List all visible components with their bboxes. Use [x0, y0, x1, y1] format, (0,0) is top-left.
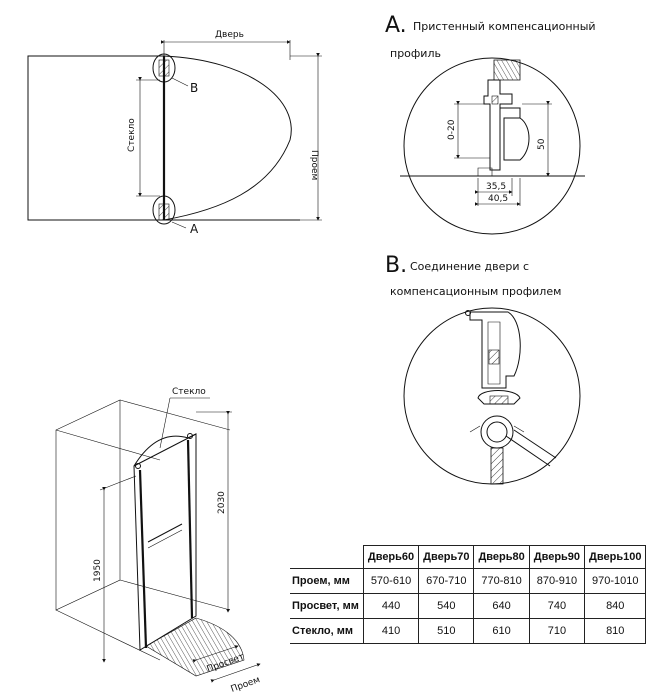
- col-door100: Дверь100: [584, 545, 646, 569]
- detail-a-letter: A.: [385, 13, 407, 38]
- opening-dimension-label: Проем: [309, 150, 319, 180]
- table-header-row: Дверь60 Дверь70 Дверь80 Дверь90 Дверь100: [290, 545, 646, 569]
- detail-a-title-line2: профиль: [390, 47, 441, 60]
- door-frame: [133, 433, 197, 651]
- isometric-view: Стекло 2030 1950 Просвет Проем: [55, 387, 262, 695]
- row-label: Стекло, мм: [290, 618, 364, 644]
- col-door70: Дверь70: [418, 545, 475, 569]
- table-row: Проем, мм 570-610 670-710 770-810 870-91…: [290, 568, 646, 594]
- table-cell: 870-910: [528, 568, 586, 594]
- detail-b-title-line2: компенсационным профилем: [390, 285, 561, 298]
- row-label: Проем, мм: [290, 568, 364, 594]
- table-cell: 440: [362, 593, 420, 619]
- table-corner: [290, 545, 364, 569]
- iso-glass-label: Стекло: [172, 387, 206, 397]
- col-door80: Дверь80: [473, 545, 530, 569]
- callout-b-circle: [152, 53, 176, 83]
- detail-b-letter: B.: [385, 253, 407, 278]
- table-row: Стекло, мм 410 510 610 710 810: [290, 618, 646, 644]
- table-cell: 810: [584, 618, 646, 644]
- table-cell: 970-1010: [584, 568, 646, 594]
- detail-b: B. Соединение двери с компенсационным пр…: [385, 253, 581, 485]
- table-cell: 610: [473, 618, 530, 644]
- iso-dim-1950: 1950: [93, 559, 103, 582]
- col-door60: Дверь60: [362, 545, 420, 569]
- iso-dim-2030: 2030: [217, 491, 227, 514]
- table-cell: 540: [418, 593, 475, 619]
- callout-a-circle: [152, 195, 176, 225]
- table-cell: 740: [528, 593, 586, 619]
- detail-a: A. Пристенный компенсационный профиль 0-…: [385, 13, 596, 235]
- spec-table: Дверь60 Дверь70 Дверь80 Дверь90 Дверь100…: [290, 545, 646, 644]
- detail-a-dim-w1: 35,5: [486, 182, 506, 192]
- table-cell: 570-610: [362, 568, 420, 594]
- table-cell: 840: [584, 593, 646, 619]
- door-dimension-label: Дверь: [215, 30, 244, 40]
- table-cell: 640: [473, 593, 530, 619]
- callout-a-label: A: [190, 222, 199, 236]
- row-label: Просвет, мм: [290, 593, 364, 619]
- detail-a-dim-range: 0-20: [447, 119, 457, 140]
- detail-a-circle: [403, 57, 581, 235]
- col-door90: Дверь90: [528, 545, 586, 569]
- technical-drawing: Дверь Стекло Проем B A A. Пристенный ком…: [27, 13, 596, 695]
- detail-a-title-line1: Пристенный компенсационный: [413, 20, 596, 33]
- door-swing-arc: [163, 55, 292, 221]
- wall-outline: [27, 55, 165, 221]
- table-cell: 770-810: [473, 568, 530, 594]
- callout-b-label: B: [190, 81, 198, 95]
- detail-b-title-line1: Соединение двери с: [410, 260, 529, 273]
- plan-view: Дверь Стекло Проем B A: [27, 30, 322, 236]
- glass-dimension-label: Стекло: [127, 118, 137, 152]
- table-cell: 510: [418, 618, 475, 644]
- table-cell: 670-710: [418, 568, 475, 594]
- table-row: Просвет, мм 440 540 640 740 840: [290, 593, 646, 619]
- detail-a-dim-height: 50: [537, 138, 547, 150]
- table-cell: 410: [362, 618, 420, 644]
- iso-dim-opening: Проем: [230, 675, 262, 695]
- table-cell: 710: [528, 618, 586, 644]
- detail-a-dim-w2: 40,5: [488, 194, 508, 204]
